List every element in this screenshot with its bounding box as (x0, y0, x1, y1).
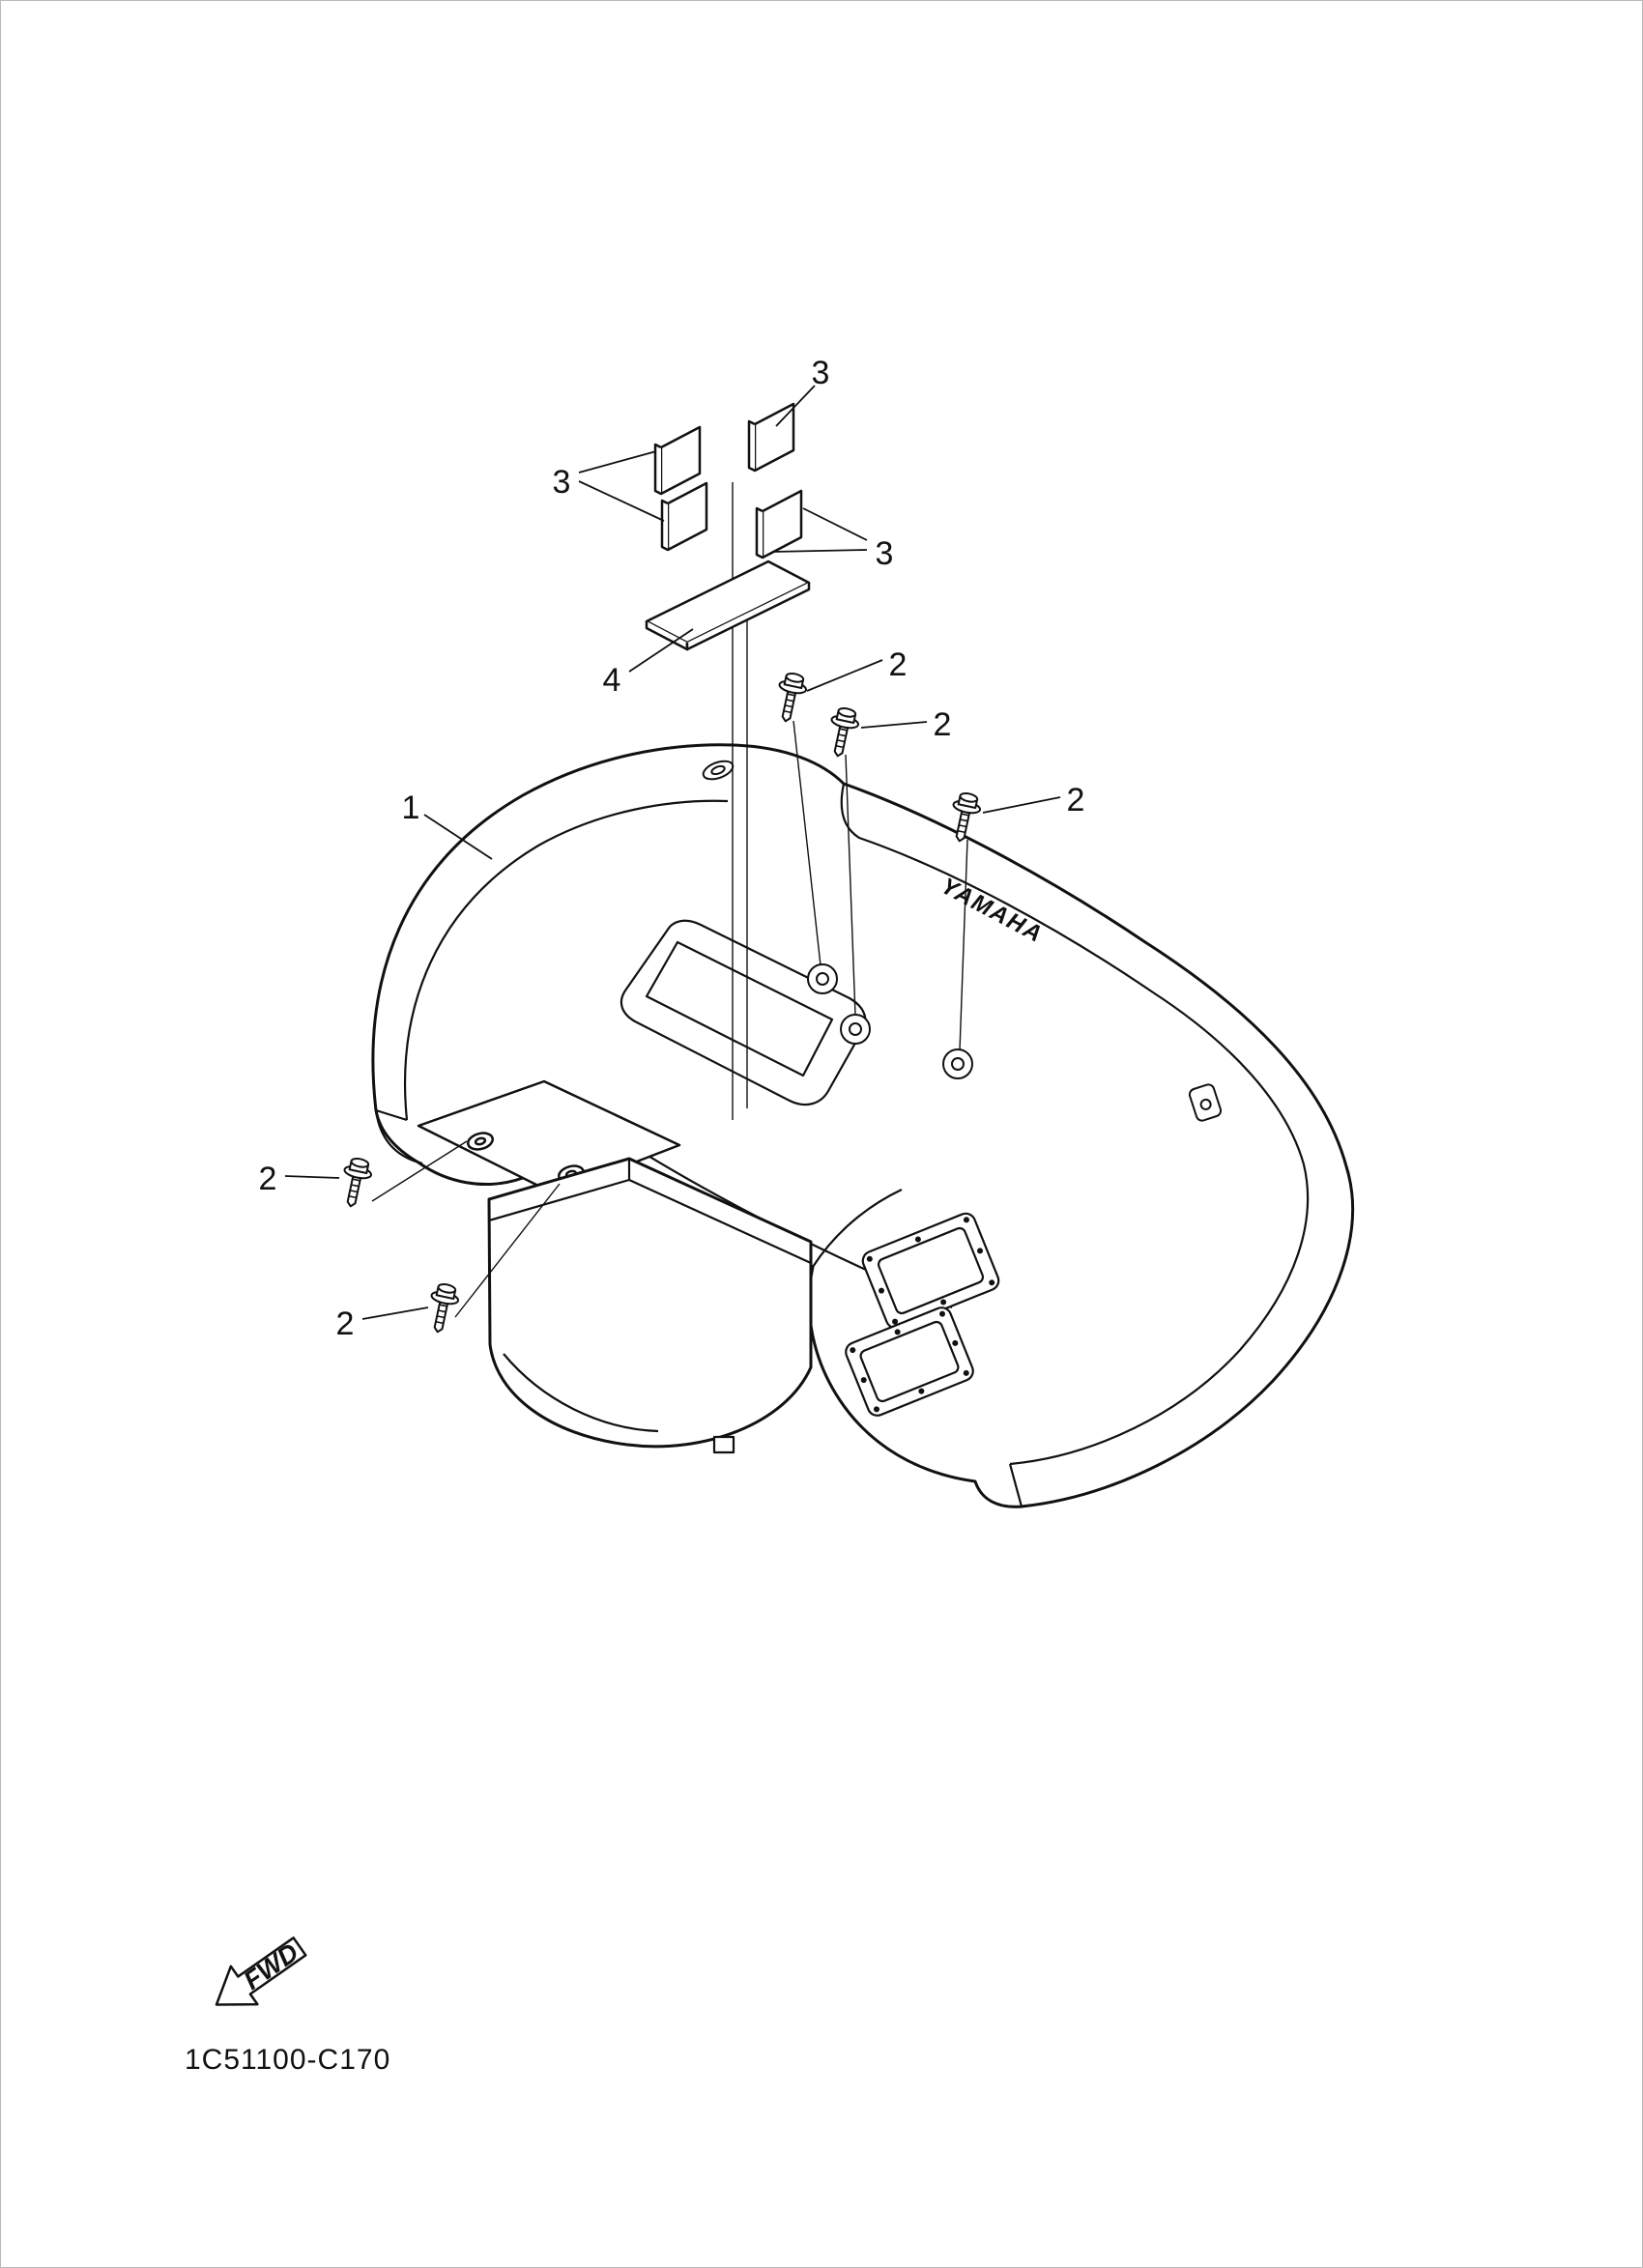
callout-3-top: 3 (812, 355, 830, 391)
diagram-code: 1C51100-C170 (185, 2044, 390, 2076)
callout-3-left: 3 (553, 464, 571, 501)
callout-4: 4 (603, 662, 621, 699)
mud-guard (487, 1157, 813, 1454)
vent-panel (845, 1212, 1000, 1417)
bolt-icon (336, 1155, 375, 1211)
fwd-arrow: FWD (215, 1937, 307, 2006)
callout-2-b: 2 (934, 706, 952, 743)
callout-2-e: 2 (336, 1306, 355, 1342)
callout-1: 1 (402, 789, 420, 826)
sheet-shape (645, 560, 811, 651)
callout-3-right: 3 (876, 535, 894, 572)
bolt-icon (423, 1280, 462, 1336)
axis-line (371, 482, 968, 1318)
callouts: 3 3 3 4 2 2 2 1 2 2 (259, 355, 1085, 1342)
bolt-icon (771, 670, 810, 726)
callout-2-d: 2 (259, 1161, 277, 1197)
deck-slot-hole (702, 760, 1223, 1122)
callout-2-a: 2 (889, 646, 908, 683)
bolt-icon (823, 704, 862, 761)
deck-recess (620, 919, 867, 1106)
bolt-hole (807, 963, 973, 1079)
callout-2-c: 2 (1067, 782, 1085, 818)
leader-line (284, 385, 1061, 1320)
pad-shape (653, 402, 803, 560)
